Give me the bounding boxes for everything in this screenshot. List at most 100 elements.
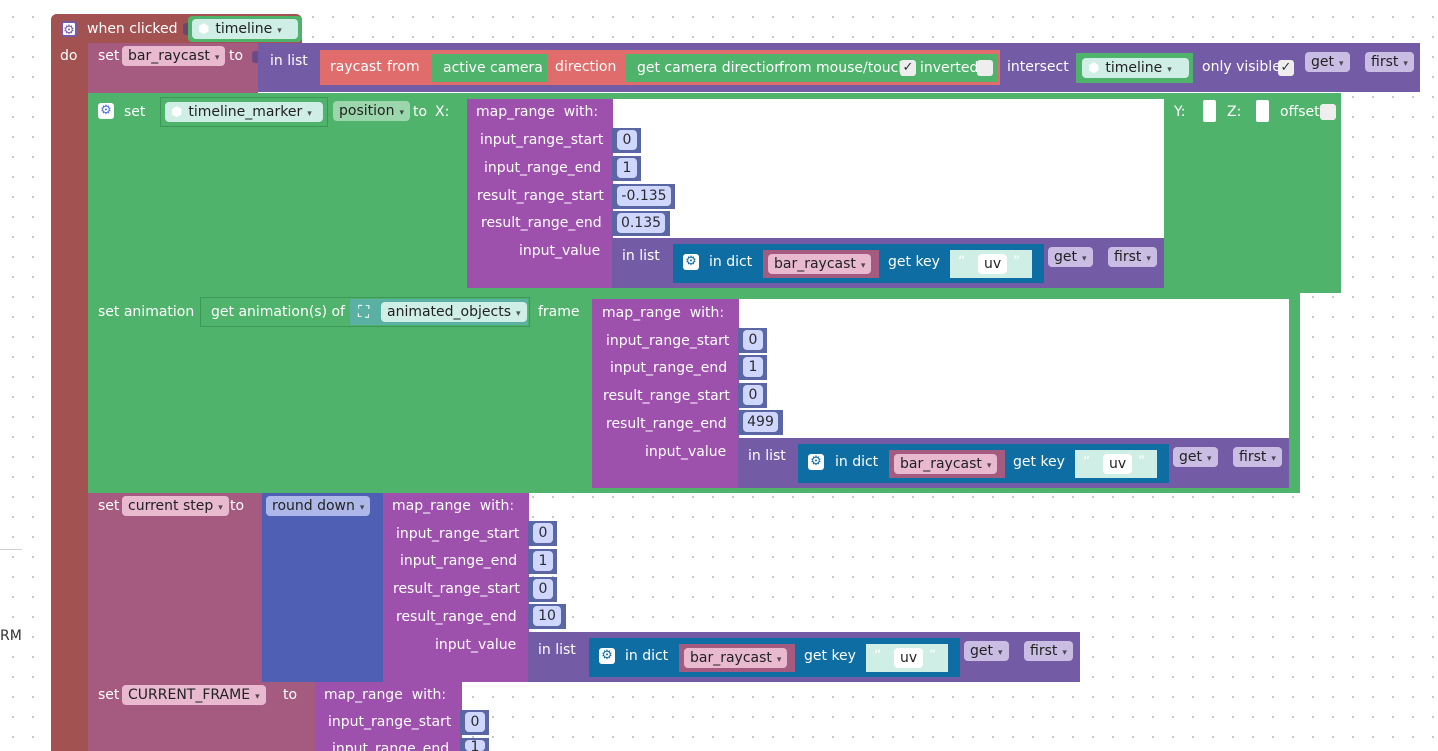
number-value[interactable]: -0.135 [617, 186, 671, 206]
number-value[interactable]: 0 [743, 330, 763, 350]
range-param-label: input_value [519, 243, 601, 259]
marker-map-range-block[interactable] [467, 99, 613, 288]
number-value[interactable]: 1 [617, 158, 637, 178]
marker-to-label: to [413, 104, 428, 120]
only-visible-checkbox[interactable]: ✓ [1278, 60, 1294, 76]
marker-gear-icon[interactable]: ⚙ [98, 103, 114, 119]
range-param-label: result_range_start [603, 388, 730, 404]
first-dropdown[interactable]: first [1108, 247, 1157, 267]
y-label: Y: [1174, 104, 1186, 120]
number-value[interactable]: 0 [533, 523, 553, 543]
inverted-label: inverted [920, 60, 979, 76]
event-target-dropdown[interactable]: ⬢timeline [192, 19, 298, 39]
round-down-block[interactable] [262, 493, 383, 682]
offset-checkbox[interactable] [1320, 104, 1336, 120]
get-dropdown[interactable]: get [964, 641, 1009, 661]
map-range-label: map_range with: [602, 305, 725, 321]
range-param-label: result_range_end [606, 416, 727, 432]
number-value[interactable]: 1 [533, 551, 553, 571]
current-step-variable-dropdown[interactable]: current step [122, 496, 229, 516]
bar-raycast-variable-dropdown[interactable]: bar_raycast [122, 46, 226, 66]
range-param-label: result_range_start [477, 188, 604, 204]
range-param-label: input_range_start [396, 526, 520, 542]
map-range-label: map_range with: [476, 104, 599, 120]
number-value[interactable]: 0 [743, 385, 763, 405]
number-value[interactable]: 1 [743, 357, 763, 377]
set-animation-label: set animation [98, 304, 195, 320]
dict-variable-dropdown[interactable]: bar_raycast [684, 648, 788, 668]
round-down-dropdown[interactable]: round down [266, 496, 371, 516]
anim-map-range-block[interactable] [592, 299, 739, 488]
quote-close-icon: ” [929, 648, 937, 664]
in-list-label: in list [748, 448, 786, 464]
only-visible-label: only visible [1202, 59, 1281, 75]
in-dict-label: in dict [709, 254, 753, 270]
sidebar-fragment-text: RM [0, 628, 22, 644]
intersect-label: intersect [1007, 59, 1069, 75]
set-current-step-block[interactable] [88, 493, 262, 682]
key-text-input[interactable]: uv [978, 254, 1008, 274]
step-map-range-block[interactable] [383, 493, 529, 682]
event-gear-icon[interactable]: ⚙ [61, 21, 77, 38]
first-dropdown[interactable]: first [1233, 447, 1282, 467]
set-marker-label: set [124, 104, 146, 120]
marker-map-range-gap [613, 99, 1164, 239]
z-input-slot[interactable] [1256, 100, 1269, 122]
number-value[interactable]: 499 [743, 412, 778, 432]
in-list-label: in list [538, 642, 576, 658]
number-value[interactable]: 0 [533, 579, 553, 599]
dict-gear-icon[interactable]: ⚙ [808, 454, 824, 470]
set-label: set [98, 498, 120, 514]
key-text-input[interactable]: uv [894, 648, 924, 668]
key-text-input[interactable]: uv [1103, 454, 1133, 474]
raycast-label: raycast [330, 59, 382, 75]
number-value[interactable]: 0.135 [617, 213, 665, 233]
range-param-label: input_range_start [328, 714, 452, 730]
frame-map-range-block[interactable] [315, 682, 462, 751]
quote-close-icon: ” [1138, 454, 1146, 470]
number-value[interactable]: 0 [617, 130, 637, 150]
objects-dropdown[interactable]: animated_objects [381, 302, 527, 322]
get-dropdown[interactable]: get [1305, 52, 1350, 72]
number-value[interactable]: 10 [533, 606, 561, 626]
property-dropdown[interactable]: position [333, 101, 410, 121]
range-param-label: input_range_end [332, 741, 450, 751]
group-frame-icon: ⛶ [358, 302, 370, 321]
event-target-label: timeline [215, 21, 273, 37]
dict-variable-dropdown[interactable]: bar_raycast [894, 454, 998, 474]
to-label: to [283, 687, 298, 703]
intersect-target-dropdown[interactable]: ⬢timeline [1082, 58, 1189, 78]
x-label: X: [435, 104, 450, 120]
range-param-label: input_range_start [606, 333, 730, 349]
z-label: Z: [1227, 104, 1242, 120]
range-param-label: input_range_end [400, 553, 518, 569]
dict-variable-dropdown[interactable]: bar_raycast [768, 254, 872, 274]
from-mouse-checkbox[interactable]: ✓ [900, 60, 916, 76]
inverted-checkbox[interactable] [977, 60, 993, 76]
event-block[interactable] [51, 14, 92, 751]
in-dict-label: in dict [835, 454, 879, 470]
quote-open-icon: “ [958, 254, 966, 270]
range-param-label: input_value [645, 444, 727, 460]
from-mouse-label: from mouse/touch [779, 60, 908, 76]
offset-label: offset [1280, 104, 1320, 120]
active-camera-block[interactable] [432, 54, 547, 82]
dict-gear-icon[interactable]: ⚙ [683, 254, 699, 270]
y-input-slot[interactable] [1203, 100, 1216, 122]
marker-object-dropdown[interactable]: ⬢timeline_marker [165, 102, 323, 122]
dict-gear-icon[interactable]: ⚙ [599, 648, 615, 664]
get-dropdown[interactable]: get [1173, 447, 1218, 467]
range-param-label: input_range_end [610, 360, 728, 376]
get-dropdown[interactable]: get [1048, 247, 1093, 267]
current-frame-variable-dropdown[interactable]: CURRENT_FRAME [122, 685, 266, 705]
get-camera-direction-block[interactable] [626, 54, 998, 82]
number-value[interactable]: 0 [465, 712, 485, 732]
quote-open-icon: “ [874, 648, 882, 664]
first-dropdown[interactable]: first [1024, 641, 1073, 661]
marker-object-label: timeline_marker [188, 104, 303, 120]
when-clicked-label: when clicked [87, 21, 178, 37]
get-key-label: get key [888, 254, 940, 270]
first-dropdown[interactable]: first [1365, 52, 1414, 72]
set-bar-connector [252, 51, 262, 63]
number-value[interactable]: 1 [465, 740, 485, 751]
